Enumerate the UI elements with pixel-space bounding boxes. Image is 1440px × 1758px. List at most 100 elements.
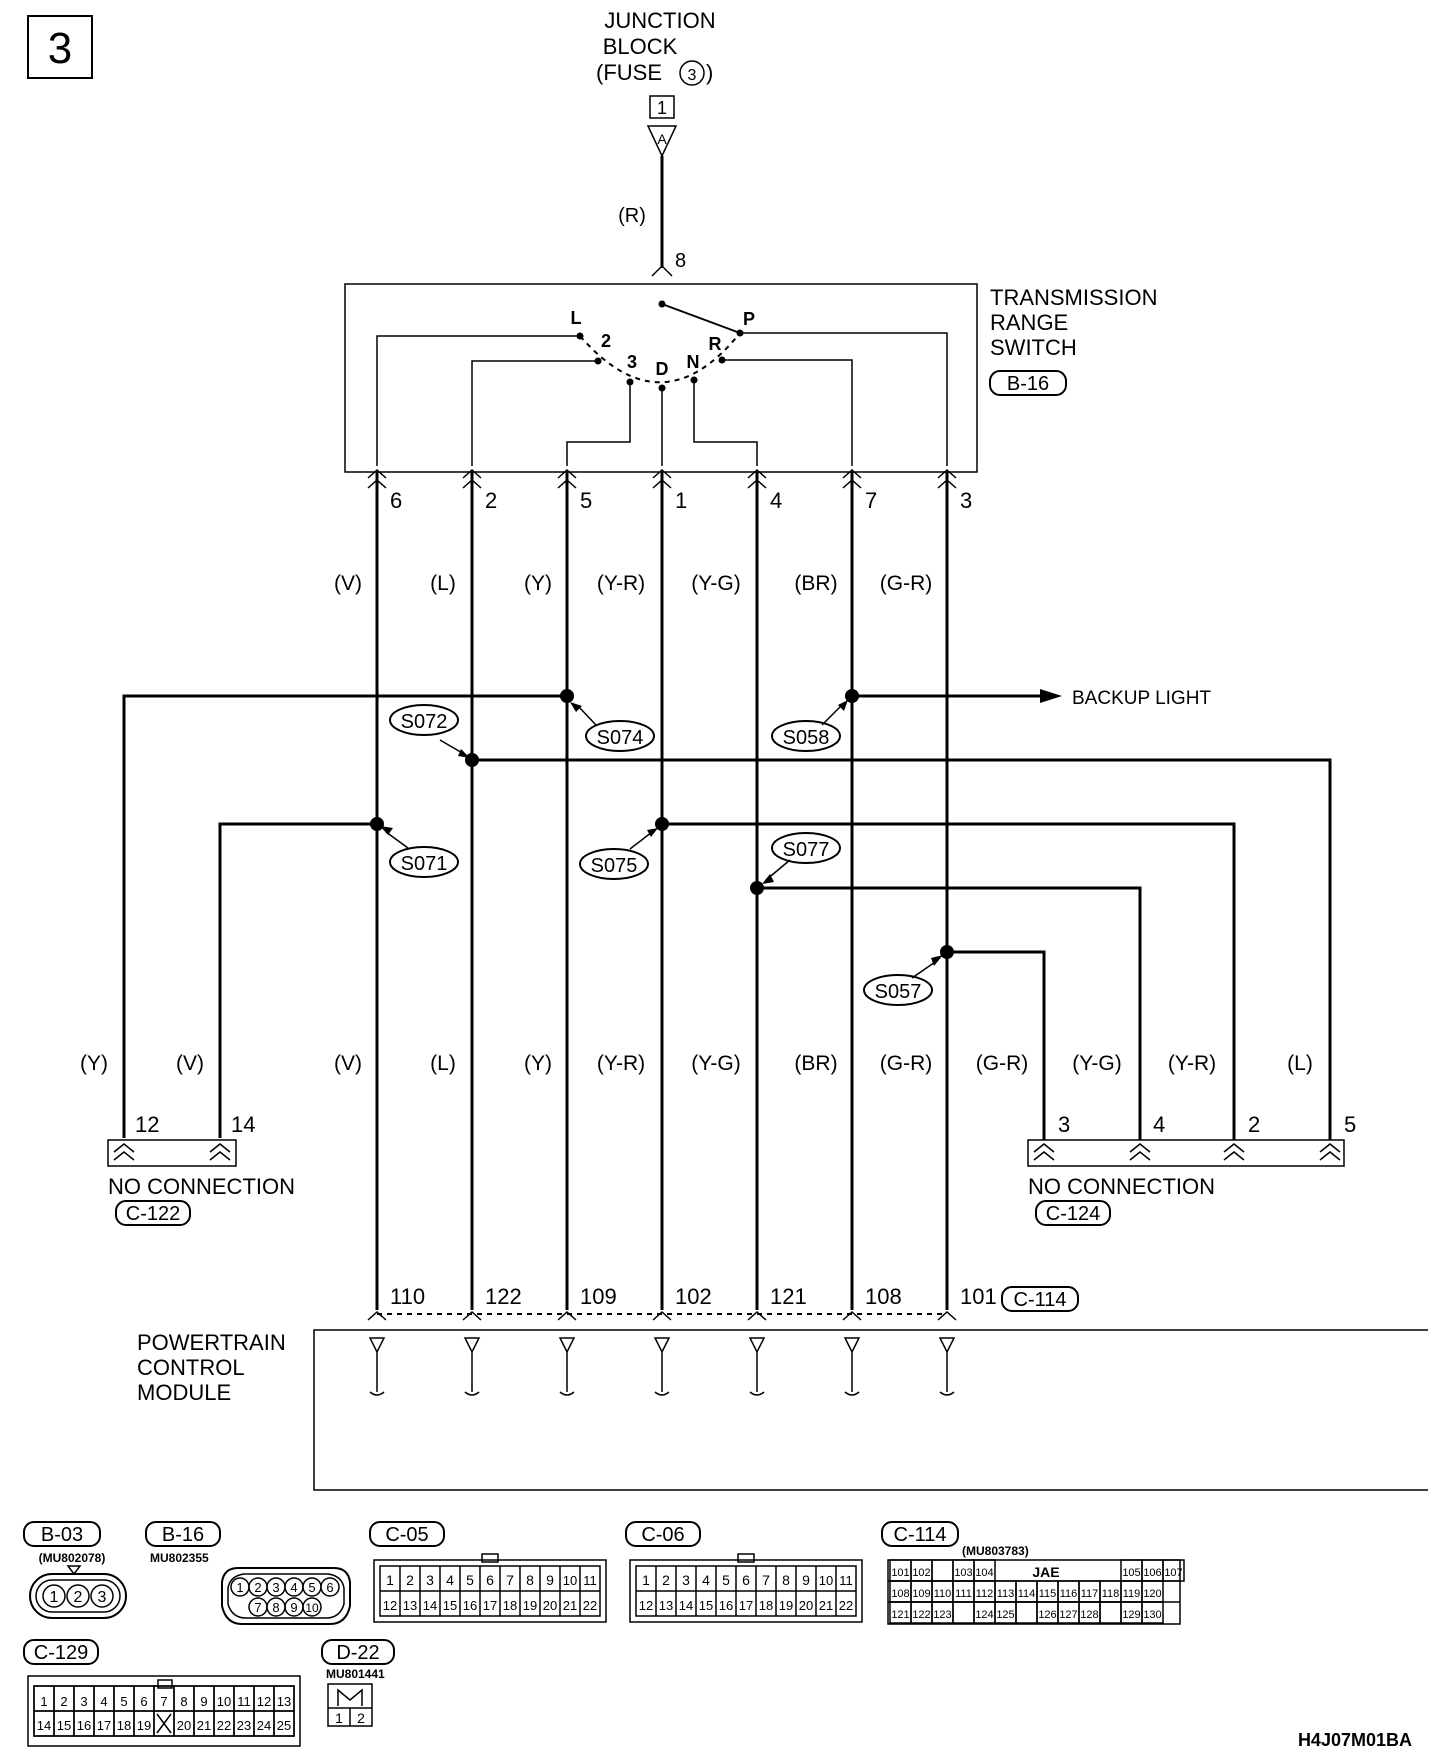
b03-pin-2: 2 [74, 1589, 83, 1606]
top-wire-color: (R) [618, 205, 646, 227]
c05-row2: 12 13 14 15 16 17 18 19 20 21 22 [383, 1598, 597, 1613]
c05-pin: 22 [583, 1598, 597, 1613]
c06-pin: 14 [679, 1598, 693, 1613]
c06-pin: 17 [739, 1598, 753, 1613]
c129-name: C-129 [34, 1642, 88, 1664]
pin-number: 22 [217, 1718, 231, 1733]
c124-pin-3: 3 [1058, 1112, 1070, 1137]
c124-no-connection: NO CONNECTION [1028, 1174, 1215, 1199]
switch-pin-7: 7 [865, 488, 877, 513]
pin-number: 124 [975, 1609, 993, 1621]
b16-pin-4: 4 [290, 1580, 297, 1595]
pin-number: 12 [257, 1694, 271, 1709]
c05-pin: 12 [383, 1598, 397, 1613]
pin-number: 111 [955, 1588, 972, 1600]
pcm-pin-108: 108 [865, 1284, 902, 1309]
pin-number: 113 [997, 1588, 1015, 1600]
pin-number: 106 [1143, 1567, 1161, 1579]
pcm-pin-109: 109 [580, 1284, 617, 1309]
backup-light-label: BACKUP LIGHT [1072, 688, 1211, 709]
wire-color-y-r: (Y-R) [597, 572, 645, 595]
junction-pin: 1 [657, 98, 667, 118]
pcm-label-1: POWERTRAIN [137, 1330, 286, 1355]
pin-number: 19 [137, 1718, 151, 1733]
c05-pin: 4 [446, 1572, 454, 1588]
b16-pin-8: 8 [272, 1600, 279, 1615]
pin-number: 3 [80, 1694, 87, 1709]
pos-l: L [571, 308, 582, 328]
c06-pin: 4 [702, 1572, 710, 1588]
d22-pin-2: 2 [357, 1710, 365, 1726]
c124-wire-color-l: (L) [1287, 1052, 1313, 1075]
c06-pin: 21 [819, 1598, 833, 1613]
junction-pin-letter: A [657, 131, 667, 147]
switch-pin-1: 1 [675, 488, 687, 513]
pin-number: 5 [120, 1694, 127, 1709]
c124-pin-2: 2 [1248, 1112, 1260, 1137]
c124-pin-4: 4 [1153, 1112, 1165, 1137]
pos-2: 2 [601, 331, 611, 351]
pin-number: 10 [217, 1694, 231, 1709]
b16-pin-2: 2 [254, 1580, 261, 1595]
pin-number: 7 [160, 1694, 167, 1709]
wire-color-l: (L) [430, 572, 456, 595]
connector-c122-block: 12 14 NO CONNECTION C-122 [107, 1112, 295, 1226]
pos-3: 3 [627, 352, 637, 372]
wire-color-br: (BR) [794, 572, 837, 595]
pcm-pin-110: 110 [390, 1284, 425, 1309]
pos-r: R [709, 334, 722, 354]
pin-number: 117 [1081, 1588, 1099, 1600]
pin-cell [931, 1559, 954, 1582]
c05-pin: 11 [583, 1573, 597, 1588]
splice-s074: S074 [597, 727, 644, 749]
pin-number: 102 [912, 1567, 930, 1579]
c05-pin: 5 [466, 1572, 474, 1588]
b16-name: B-16 [162, 1524, 204, 1546]
c06-pin: 16 [719, 1598, 733, 1613]
c05-pin: 8 [526, 1572, 534, 1588]
c06-pin: 11 [839, 1573, 853, 1588]
c05-pin: 9 [546, 1572, 554, 1588]
c06-pin: 7 [762, 1572, 770, 1588]
junction-label-3a: (FUSE [596, 60, 662, 85]
junction-label-1: JUNCTION [604, 8, 715, 33]
b16-pin-5: 5 [308, 1580, 315, 1595]
pin-number: 14 [37, 1718, 51, 1733]
lower-color-v: (V) [334, 1052, 362, 1075]
b03-name: B-03 [41, 1524, 83, 1546]
c05-pin: 16 [463, 1598, 477, 1613]
c114-jae: JAE [1032, 1564, 1059, 1580]
c06-pin: 6 [742, 1572, 750, 1588]
pos-p: P [743, 309, 755, 329]
c05-pin: 3 [426, 1572, 434, 1588]
c05-pin: 20 [543, 1598, 557, 1613]
pin-number: 103 [954, 1567, 972, 1579]
switch-pin-5: 5 [580, 488, 592, 513]
c122-wire-color-v: (V) [176, 1052, 204, 1075]
pin-number: 21 [197, 1718, 211, 1733]
splice-s072: S072 [401, 711, 448, 733]
lower-color-y-r: (Y-R) [597, 1052, 645, 1075]
c05-pin: 7 [506, 1572, 514, 1588]
pin-number: 130 [1143, 1609, 1161, 1621]
lower-color-y-g: (Y-G) [691, 1052, 740, 1075]
b03-part: (MU802078) [39, 1551, 106, 1565]
switch-pin-2: 2 [485, 488, 497, 513]
pin-cell [1099, 1601, 1122, 1624]
c122-pin-14: 14 [231, 1112, 255, 1137]
pcm-pin-102: 102 [675, 1284, 712, 1309]
pin-number: 11 [237, 1694, 251, 1709]
pin-number: 110 [934, 1588, 952, 1600]
connector-d22: D-22 MU801441 1 2 [321, 1639, 395, 1727]
pin-number: 128 [1080, 1609, 1098, 1621]
c05-pin: 15 [443, 1598, 457, 1613]
pin-cell [1162, 1559, 1185, 1582]
wire-color-y: (Y) [524, 572, 552, 595]
c05-pin: 17 [483, 1598, 497, 1613]
wire-color-g-r: (G-R) [880, 572, 932, 595]
splice-s071: S071 [401, 853, 448, 875]
